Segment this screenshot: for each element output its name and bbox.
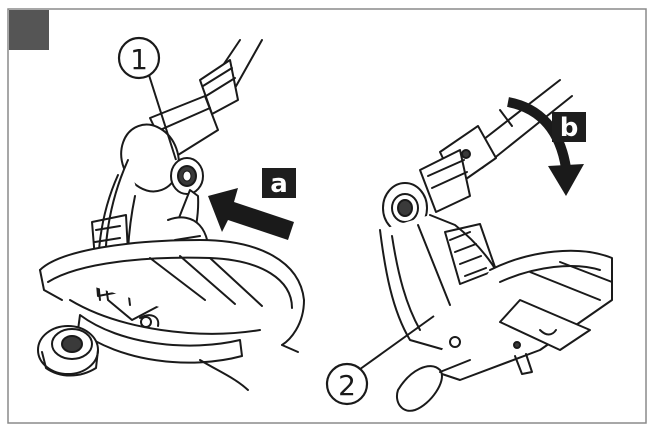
trimmer-left-illustration: [37, 39, 305, 391]
callout-1-label: 1: [130, 43, 148, 76]
step-b-tag: b: [552, 112, 586, 143]
callout-part-2: 2: [325, 315, 435, 406]
arrow-b-icon: [506, 97, 584, 196]
corner-block-icon: [9, 10, 49, 50]
arrow-a-icon: [208, 188, 294, 240]
callout-part-1: 1: [117, 36, 177, 161]
callout-2-label: 2: [338, 369, 356, 402]
step-a-tag: a: [262, 168, 296, 199]
step-b-label: b: [560, 113, 579, 143]
step-a-label: a: [270, 169, 288, 199]
figure-border: [7, 8, 647, 424]
trimmer-right-illustration: [379, 79, 613, 412]
